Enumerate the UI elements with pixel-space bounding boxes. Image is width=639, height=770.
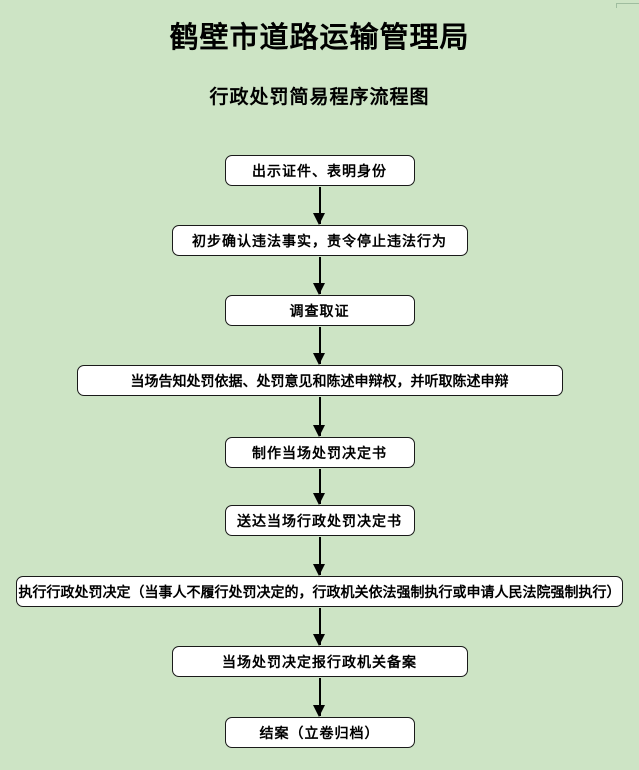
flow-arrow-down-icon (313, 397, 325, 437)
flow-arrow-down-icon (313, 469, 325, 505)
page-title: 鹤壁市道路运输管理局 (169, 22, 470, 54)
flow-arrow-down-icon (313, 257, 325, 295)
flow-arrow-down-icon (313, 608, 325, 646)
page-subtitle: 行政处罚简易程序流程图 (209, 87, 430, 108)
flow-step-close-case: 结案（立卷归档） (224, 717, 415, 748)
flow-step-report-for-record: 当场处罚决定报行政机关备案 (171, 646, 468, 677)
flow-arrow-down-icon (313, 537, 325, 576)
flow-arrow-down-icon (313, 327, 325, 365)
flow-step-investigate-evidence: 调查取证 (224, 295, 415, 326)
flow-step-notify-penalty-rights: 当场告知处罚依据、处罚意见和陈述申辩权，并听取陈述申辩 (76, 365, 563, 396)
flow-step-show-credentials: 出示证件、表明身份 (224, 155, 415, 186)
flow-step-confirm-violation: 初步确认违法事实，责令停止违法行为 (171, 225, 468, 256)
flow-arrow-down-icon (313, 678, 325, 717)
flow-step-deliver-decision-document: 送达当场行政处罚决定书 (224, 505, 415, 536)
flow-arrow-down-icon (313, 187, 325, 225)
flow-step-make-decision-document: 制作当场处罚决定书 (224, 437, 415, 468)
scan-edge-artifact (616, 3, 639, 8)
flow-step-execute-decision: 执行行政处罚决定（当事人不履行处罚决定的，行政机关依法强制执行或申请人民法院强制… (16, 576, 623, 607)
